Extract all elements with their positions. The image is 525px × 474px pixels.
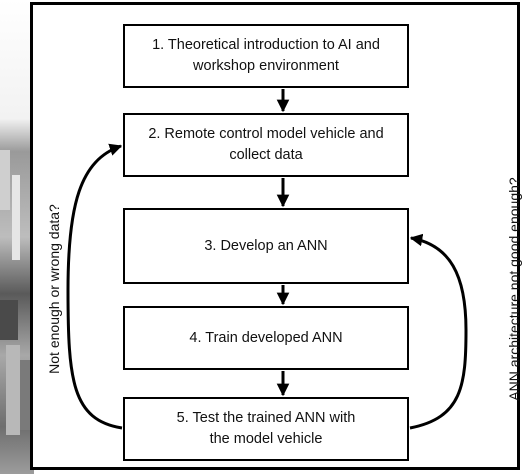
step-4-line-1: 4. Train developed ANN [189,329,343,346]
step-4-box: 4. Train developed ANN [123,306,409,370]
step-2-line-2: collect data [229,147,303,163]
step-1-line-1: 1. Theoretical introduction to AI and [152,37,380,53]
step-3-line-1: 3. Develop an ANN [204,237,328,254]
step-5-box: 5. Test the trained ANN with the model v… [123,397,409,461]
loop-label-right: ANN architecture not good enough? [506,177,522,401]
loop-label-left: Not enough or wrong data? [46,204,62,374]
step-1-line-2: workshop environment [193,58,339,74]
step-3-box: 3. Develop an ANN [123,208,409,284]
step-2-box: 2. Remote control model vehicle and coll… [123,113,409,177]
step-1-box: 1. Theoretical introduction to AI and wo… [123,24,409,88]
background-photo-strip [0,0,34,474]
step-5-line-1: 5. Test the trained ANN with [176,410,356,426]
step-5-line-2: the model vehicle [209,431,323,447]
step-2-line-1: 2. Remote control model vehicle and [148,126,384,142]
